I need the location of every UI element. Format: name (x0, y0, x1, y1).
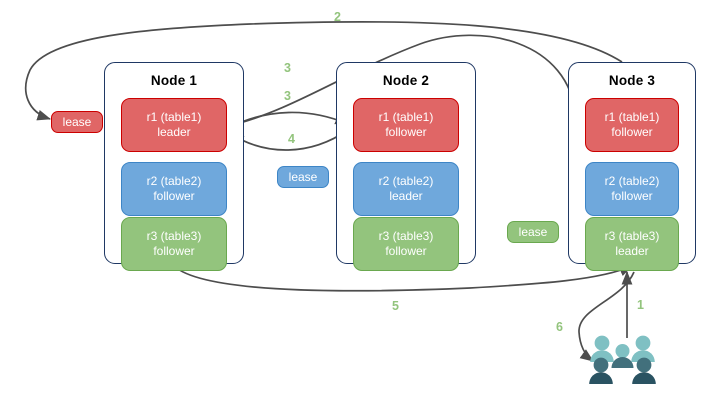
replica-name: r2 (table2) (146, 174, 202, 188)
replica-name: r1 (table1) (378, 110, 434, 124)
node-1-replica-r1[interactable]: r1 (table1) leader (121, 98, 227, 152)
node-3-replica-r2[interactable]: r2 (table2) follower (585, 162, 679, 216)
replica-name: r3 (table3) (146, 229, 202, 243)
lease-badge-table2[interactable]: lease (277, 166, 329, 188)
replica-role: follower (385, 244, 427, 258)
node-3-replica-r3[interactable]: r3 (table3) leader (585, 217, 679, 271)
node-3-replica-r1[interactable]: r1 (table1) follower (585, 98, 679, 152)
arrow-step-3 (227, 34, 581, 127)
replica-role: follower (153, 244, 195, 258)
node-2-container[interactable]: Node 2 r1 (table1) follower r2 (table2) … (336, 62, 476, 271)
replica-name: r3 (table3) (378, 229, 434, 243)
node-1-replica-r2[interactable]: r2 (table2) follower (121, 162, 227, 216)
node-2-replica-r1[interactable]: r1 (table1) follower (353, 98, 459, 152)
replica-name: r2 (table2) (378, 174, 434, 188)
replica-name: r3 (table3) (604, 229, 660, 243)
replica-role: leader (389, 189, 423, 203)
arrow-step-5 (171, 263, 633, 292)
arrow-step-3b (227, 111, 349, 129)
step-label-5: 5 (392, 299, 399, 313)
node-3-container[interactable]: Node 3 r1 (table1) follower r2 (table2) … (568, 62, 696, 271)
replica-role: follower (611, 189, 653, 203)
step-label-3a: 3 (284, 61, 291, 75)
replica-name: r1 (table1) (146, 110, 202, 124)
step-label-2: 2 (334, 10, 341, 24)
replica-name: r2 (table2) (604, 174, 660, 188)
step-label-3b: 3 (284, 89, 291, 103)
lease-badge-table3[interactable]: lease (507, 221, 559, 243)
arrow-step-6 (578, 271, 635, 362)
arrow-step-2 (25, 20, 623, 121)
node-2-replica-r3[interactable]: r3 (table3) follower (353, 217, 459, 271)
node-1-title: Node 1 (150, 73, 198, 88)
node-1-container[interactable]: Node 1 r1 (table1) leader r2 (table2) fo… (104, 62, 244, 271)
step-label-1: 1 (637, 298, 644, 312)
node-1-replica-r3[interactable]: r3 (table3) follower (121, 217, 227, 271)
node-3-title: Node 3 (608, 73, 656, 88)
node-2-replica-r2[interactable]: r2 (table2) leader (353, 162, 459, 216)
replica-role: leader (615, 244, 649, 258)
users-icon (589, 335, 656, 384)
replica-role: follower (153, 189, 195, 203)
replica-role: follower (611, 125, 653, 139)
replica-role: follower (385, 125, 427, 139)
lease-badge-table1[interactable]: lease (51, 111, 103, 133)
replica-name: r1 (table1) (604, 110, 660, 124)
replica-role: leader (157, 125, 191, 139)
node-2-title: Node 2 (382, 73, 430, 88)
step-label-4: 4 (288, 132, 295, 146)
step-label-6: 6 (556, 320, 563, 334)
